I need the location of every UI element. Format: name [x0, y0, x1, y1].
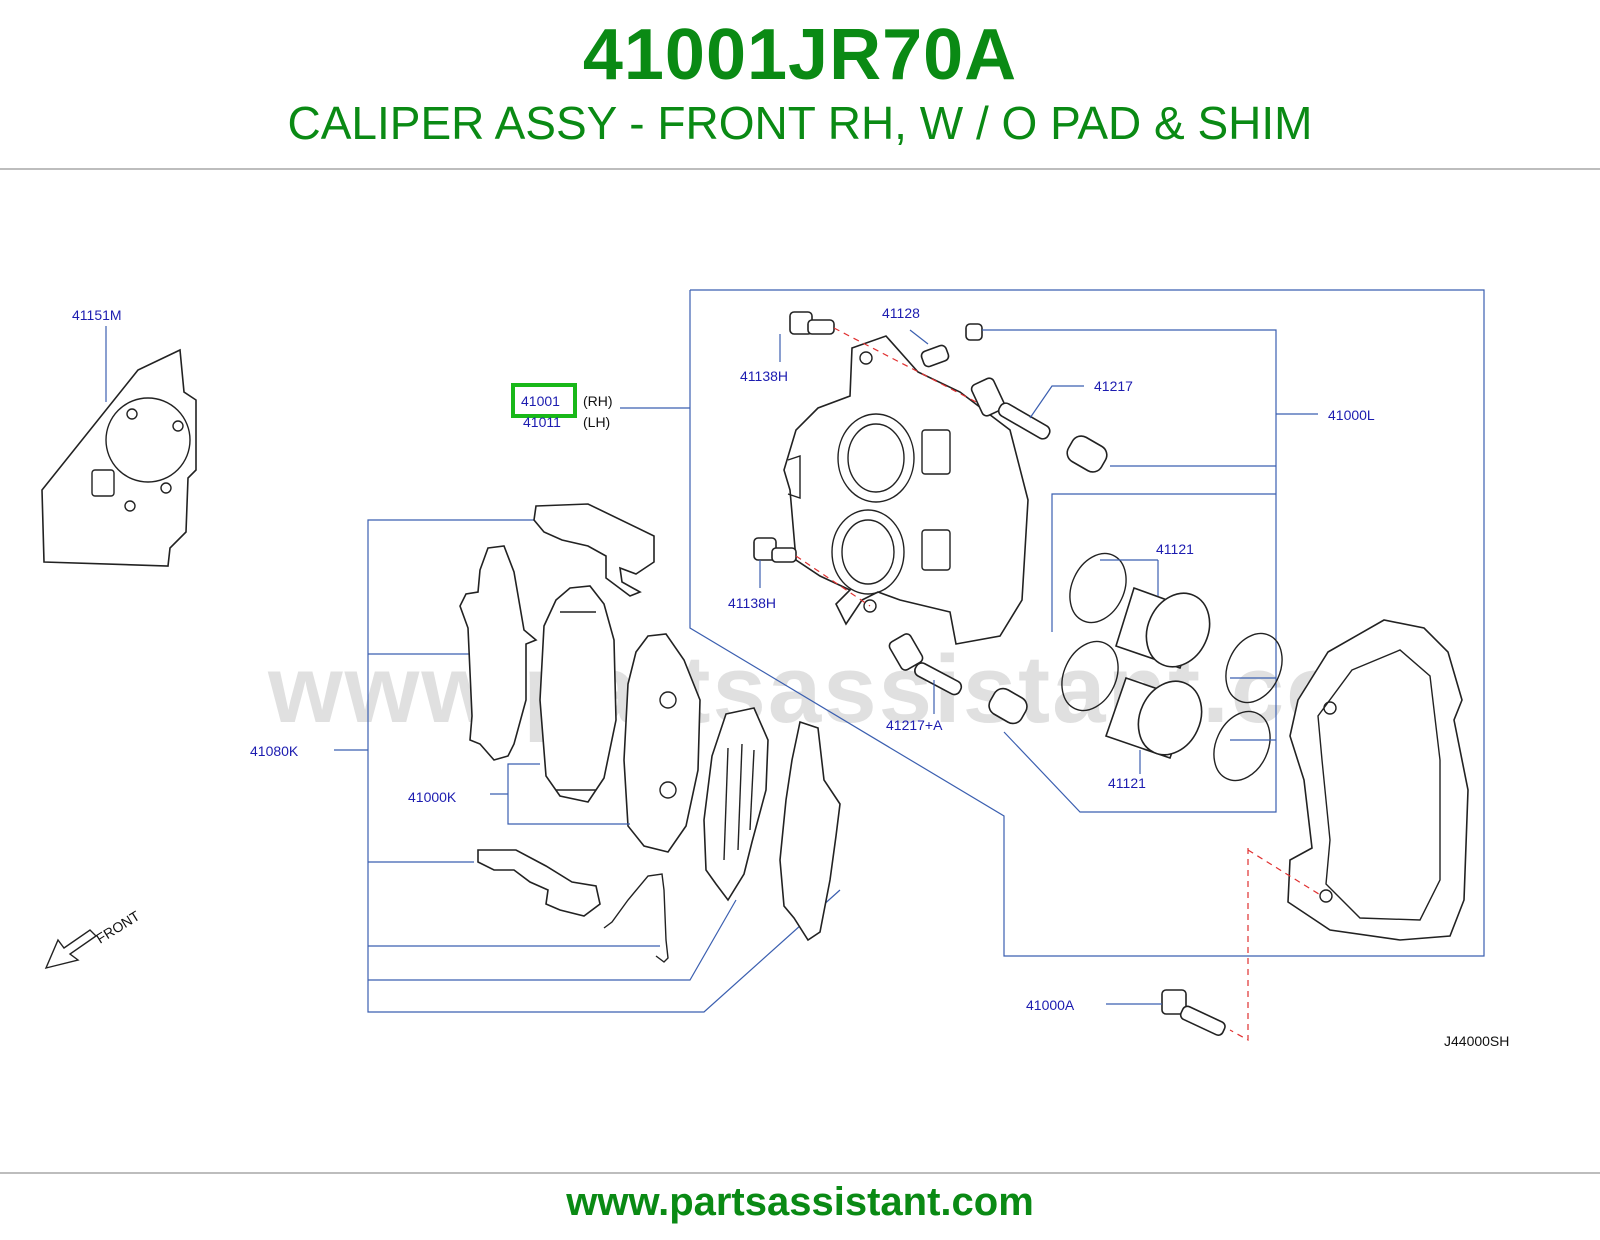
guide-pin-part[interactable]: [970, 377, 1052, 442]
label-41138H-top[interactable]: 41138H: [740, 368, 788, 384]
brake-pad-part[interactable]: [539, 585, 701, 853]
part-description: CALIPER ASSY - FRONT RH, W / O PAD & SHI…: [287, 97, 1313, 149]
highlight-box: [511, 383, 577, 418]
label-41000L[interactable]: 41000L: [1328, 407, 1375, 423]
front-arrow-icon: [44, 929, 98, 970]
label-41217[interactable]: 41217: [1094, 378, 1133, 394]
guide-bolt-top-part[interactable]: [789, 311, 835, 335]
label-41001[interactable]: 41001: [521, 393, 560, 409]
guide-pin-a-part[interactable]: [888, 632, 1031, 727]
label-rh: (RH): [583, 393, 613, 409]
mounting-bolt-part[interactable]: [1161, 989, 1227, 1037]
label-41151M[interactable]: 41151M: [72, 307, 122, 323]
header-divider: [0, 168, 1600, 170]
front-label: FRONT: [93, 907, 143, 946]
footer-divider: [0, 1172, 1600, 1174]
label-41121-bottom[interactable]: 41121: [1108, 775, 1146, 791]
footer-url-link[interactable]: www.partsassistant.com: [566, 1180, 1034, 1224]
piston-seal-part[interactable]: [1051, 544, 1293, 789]
pad-retainer-top-part[interactable]: [533, 503, 655, 597]
page-title: 41001JR70A: [582, 15, 1018, 95]
label-41138H-bottom[interactable]: 41138H: [728, 595, 776, 611]
torque-member-part[interactable]: [1287, 619, 1469, 941]
pad-wear-spring-part[interactable]: [603, 873, 669, 963]
caliper-body-part[interactable]: [783, 335, 1029, 645]
label-41121-top[interactable]: 41121: [1156, 541, 1194, 557]
parts-diagram: www.partsassistant.com 41151M 41001 (RH)…: [41, 289, 1509, 1049]
label-41080K[interactable]: 41080K: [250, 743, 299, 759]
guide-bolt-bottom-part[interactable]: [753, 537, 797, 563]
label-41217A[interactable]: 41217+A: [886, 717, 943, 733]
label-lh: (LH): [583, 414, 610, 430]
label-41011[interactable]: 41011: [523, 414, 561, 430]
diagram-code: J44000SH: [1444, 1033, 1509, 1049]
piston-part[interactable]: [1104, 583, 1221, 765]
label-41000K[interactable]: 41000K: [408, 789, 457, 805]
pin-boot-part[interactable]: [1064, 432, 1111, 475]
label-41000A[interactable]: 41000A: [1026, 997, 1075, 1013]
backing-plate-part[interactable]: [41, 348, 197, 567]
pad-shim-inner-part[interactable]: [703, 707, 841, 942]
pad-shim-outer-part[interactable]: [459, 545, 538, 761]
pad-retainer-bottom-part[interactable]: [477, 849, 601, 917]
label-41128[interactable]: 41128: [882, 305, 920, 321]
bleeder-screw-part[interactable]: [920, 323, 983, 368]
watermark: www.partsassistant.com: [267, 636, 1434, 743]
